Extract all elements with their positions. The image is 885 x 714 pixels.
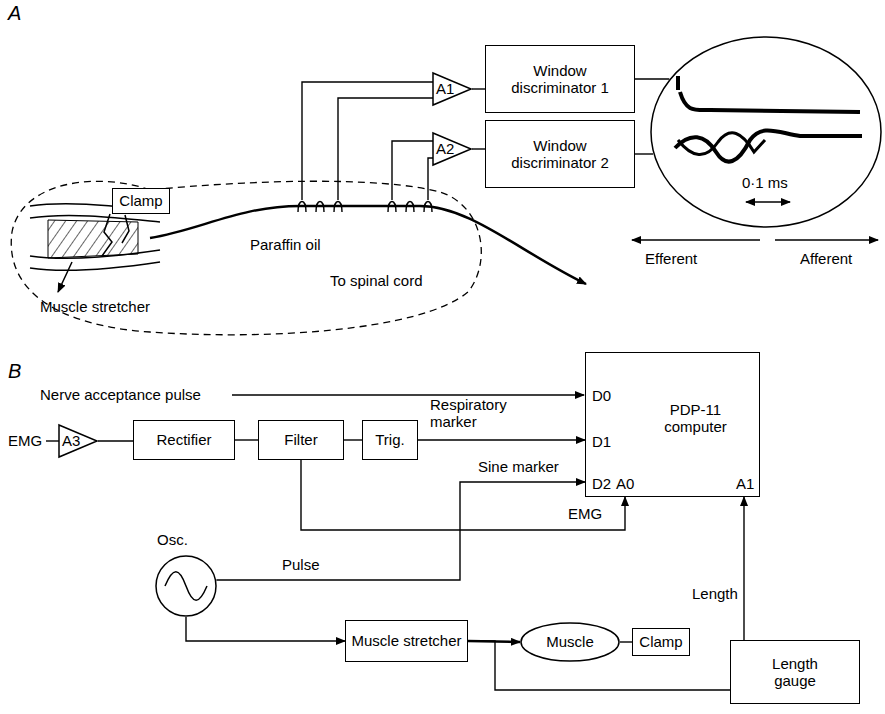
process-box: Filter <box>258 420 344 460</box>
panel-letter: A <box>8 2 21 25</box>
discriminator-box: Window discriminator 1 <box>485 45 635 113</box>
node-outline <box>650 36 882 228</box>
connector <box>98 440 133 441</box>
stretcher-box: Muscle stretcher <box>345 620 468 662</box>
signal-label: EMG <box>566 505 604 522</box>
recording-electrodes <box>298 82 434 212</box>
node-label: PDP-11 computer <box>648 401 743 436</box>
node-label: 0·1 ms <box>742 174 788 191</box>
connector <box>620 641 632 642</box>
signal-label: Sine marker <box>476 458 561 475</box>
direction-label: Efferent <box>645 250 697 267</box>
signal-label: EMG <box>8 432 42 449</box>
node-label: Osc. <box>157 531 188 548</box>
node-label: Window discriminator 1 <box>505 62 615 97</box>
nerve-acceptance-arrow <box>232 394 584 395</box>
emg-input-wire <box>46 440 60 441</box>
direction-arrows <box>632 239 878 240</box>
oscillator-circle: Osc. <box>155 555 217 617</box>
node-label: Trig. <box>375 431 404 448</box>
process-box: Rectifier <box>133 420 235 460</box>
node-label: A2 <box>436 140 454 157</box>
connector <box>301 460 625 530</box>
gauge-box: Length gauge <box>730 640 860 704</box>
paraffin-pool-outline <box>11 181 481 335</box>
connector <box>743 497 744 640</box>
amplifier: A2 <box>432 132 472 166</box>
signal-label: Respiratory marker <box>428 396 527 431</box>
signal-label: Nerve acceptance pulse <box>40 386 201 403</box>
connector <box>472 88 485 89</box>
part-label: Paraffin oil <box>250 236 321 253</box>
node-label: Length gauge <box>755 655 835 690</box>
clamp-box: Clamp <box>632 628 690 656</box>
pin-name: A1 <box>736 475 754 492</box>
part-label: Muscle stretcher <box>40 298 150 315</box>
computer-box: PDP-11 computer D0D1D2 A0 A1 <box>585 352 760 497</box>
pin-name: A0 <box>616 475 634 492</box>
amplifier: A3 <box>58 424 98 458</box>
pin-name: D1 <box>592 433 611 450</box>
node-outline <box>155 555 217 617</box>
connector <box>472 148 485 149</box>
node-label: A1 <box>436 80 454 97</box>
pin-name: D2 <box>592 475 611 492</box>
panel-letter: B <box>8 360 21 383</box>
connector <box>418 439 585 440</box>
node-label: Clamp <box>119 192 162 209</box>
node-label: Window discriminator 2 <box>505 137 615 172</box>
node-label: Muscle <box>546 633 594 650</box>
direction-label: Afferent <box>800 250 852 267</box>
signal-label: Pulse <box>282 556 320 573</box>
node-label: Muscle stretcher <box>351 632 461 649</box>
connector <box>635 153 653 154</box>
node-label: Filter <box>284 431 317 448</box>
stretch-arrow <box>58 262 72 292</box>
muscle-ellipse: Muscle <box>520 622 620 662</box>
clamp-box: Clamp <box>112 188 170 214</box>
node-label: A3 <box>62 432 80 449</box>
connector <box>344 439 362 440</box>
discriminator-box: Window discriminator 2 <box>485 120 635 188</box>
signal-label: Length <box>690 585 740 602</box>
connector <box>235 439 258 440</box>
pin-name: D0 <box>592 387 611 404</box>
connector <box>635 78 669 79</box>
process-box: Trig. <box>362 420 418 460</box>
node-label: Clamp <box>639 633 682 650</box>
part-label: To spinal cord <box>330 272 423 289</box>
connector <box>186 617 345 641</box>
node-label: Rectifier <box>156 431 211 448</box>
amplifier: A1 <box>432 72 472 106</box>
connector <box>216 482 585 580</box>
oscilloscope-display: 0·1 ms <box>650 36 882 228</box>
